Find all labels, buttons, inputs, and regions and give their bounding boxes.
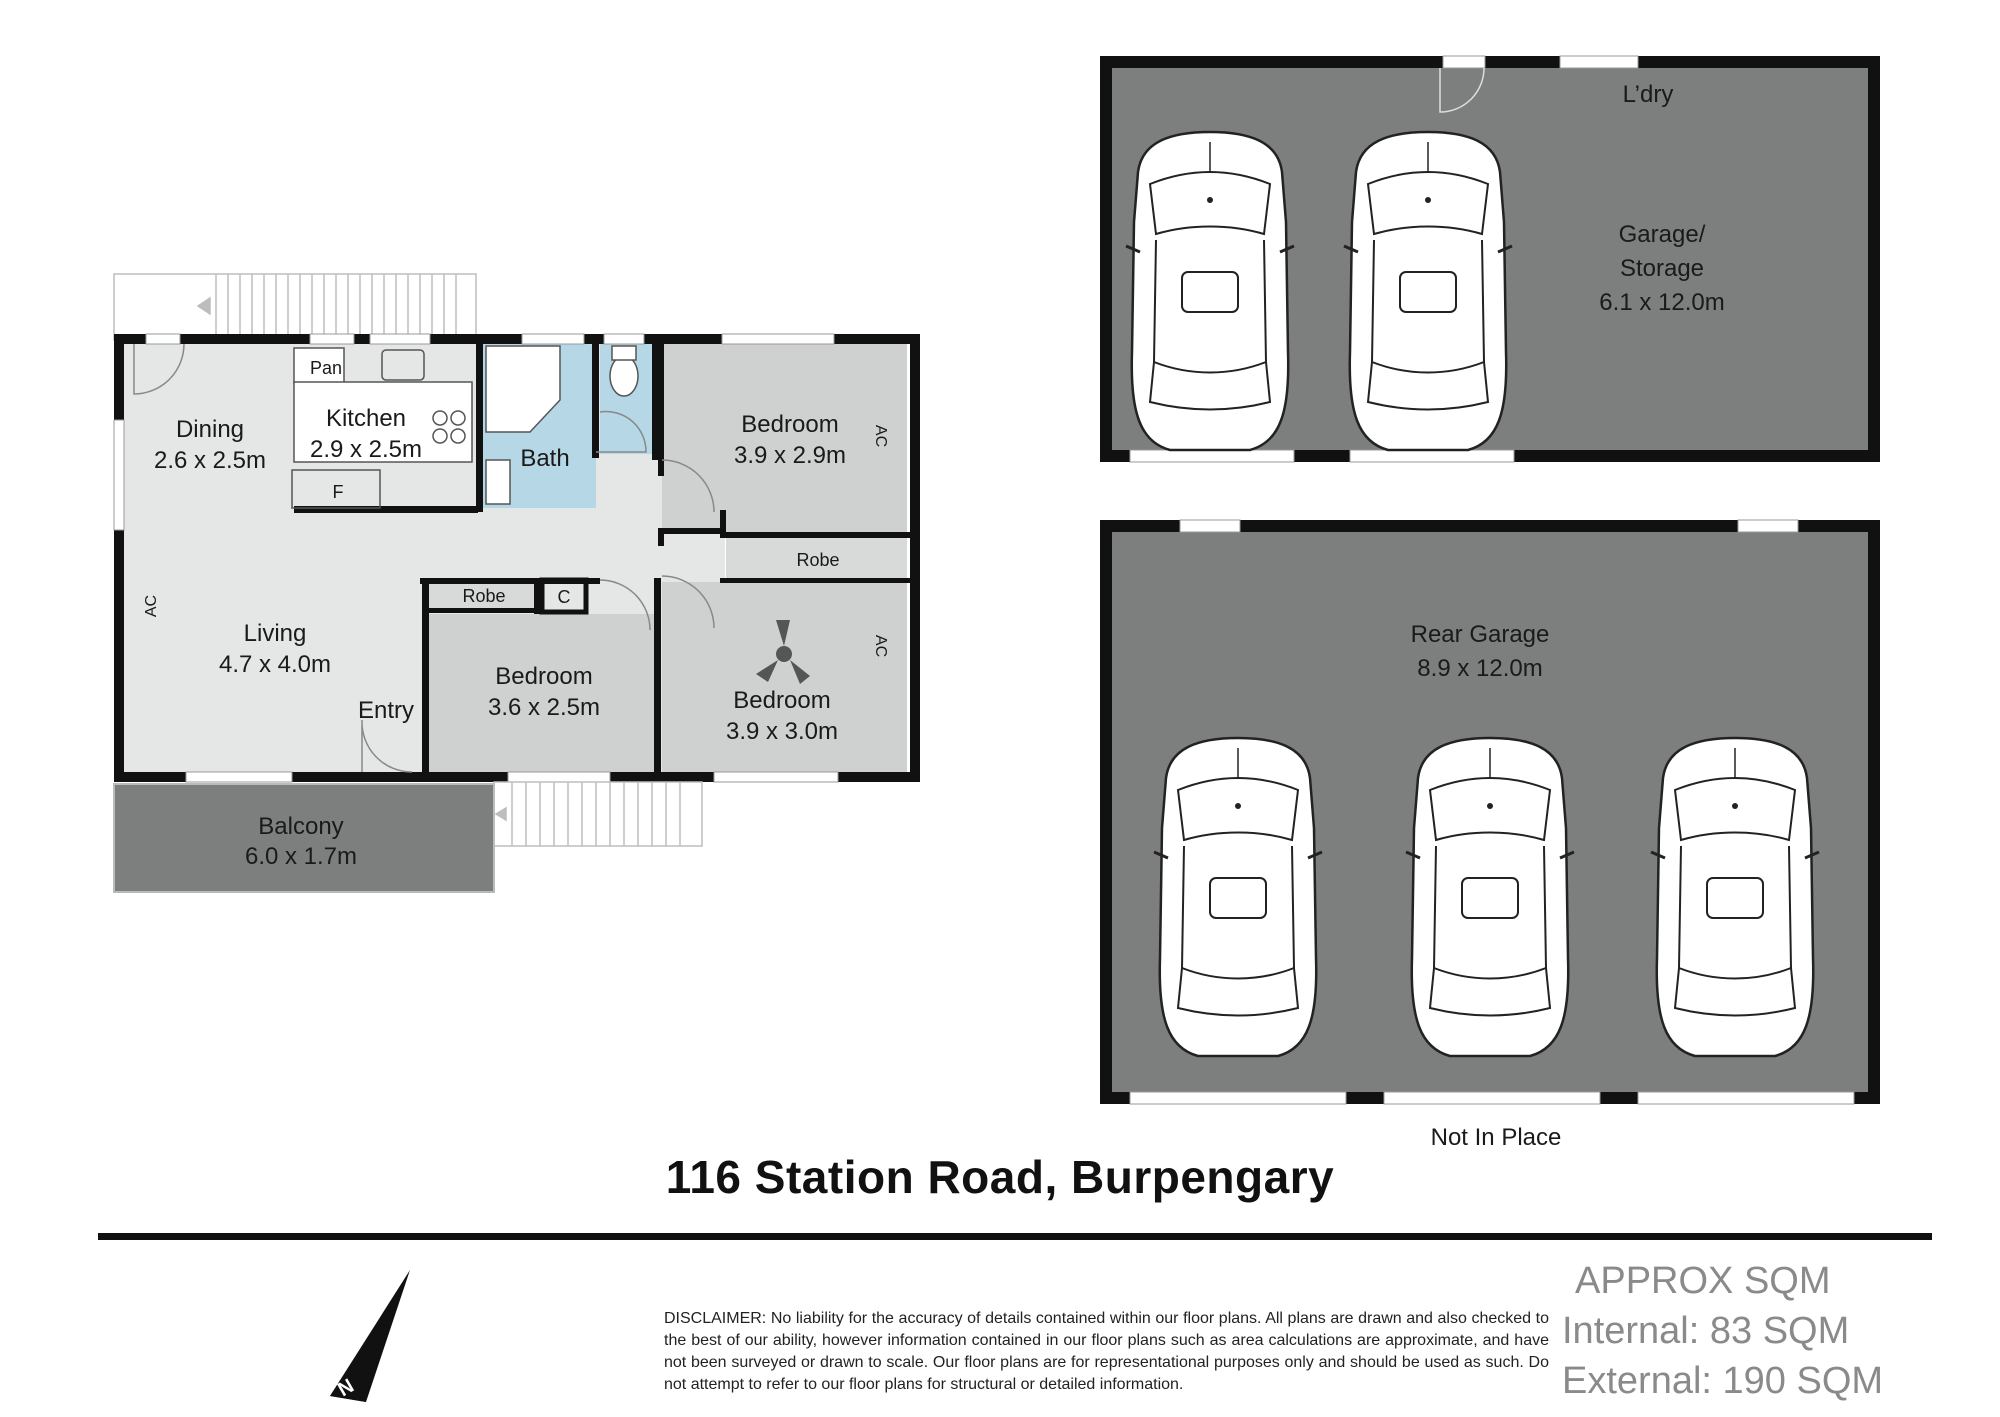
- bedroom-right-label: Bedroom: [733, 687, 830, 714]
- rear-garage-size: 8.9 x 12.0m: [1417, 655, 1542, 682]
- fridge-label: F: [333, 482, 344, 502]
- bedroom-top-size: 3.9 x 2.9m: [734, 442, 846, 469]
- dining-label: Dining: [176, 416, 244, 443]
- robe-left-floor: [428, 582, 536, 612]
- garage-storage-size: 6.1 x 12.0m: [1599, 289, 1724, 316]
- ac-label-bedroom-right: AC: [872, 635, 889, 657]
- stairs-bottom: [493, 781, 703, 847]
- bedroom-mid-label: Bedroom: [495, 663, 592, 690]
- bath-label: Bath: [520, 445, 569, 472]
- bedroom-mid-floor: [428, 614, 658, 772]
- robe-right-floor: [726, 538, 907, 580]
- divider: [98, 1233, 1932, 1240]
- property-address-title: 116 Station Road, Burpengary: [665, 1151, 1335, 1203]
- dining-size: 2.6 x 2.5m: [154, 447, 266, 474]
- rear-garage-label: Rear Garage: [1411, 621, 1550, 648]
- kitchen-size: 2.9 x 2.5m: [310, 436, 422, 463]
- area-heading: APPROX SQM: [1575, 1260, 1831, 1302]
- pantry-label: Pan: [310, 358, 342, 378]
- garage-storage-label-2: Storage: [1620, 255, 1704, 282]
- balcony-size: 6.0 x 1.7m: [245, 843, 357, 870]
- not-in-place-label: Not In Place: [1431, 1124, 1562, 1151]
- bedroom-top-label: Bedroom: [741, 411, 838, 438]
- house-doors: [133, 343, 715, 773]
- ac-label-bedroom-top: AC: [872, 425, 889, 447]
- cupboard-box: [539, 577, 589, 615]
- area-external: External: 190 SQM: [1562, 1360, 1884, 1402]
- robe-right-label: Robe: [796, 550, 839, 570]
- bath-fittings: [485, 345, 639, 505]
- garage-storage-label-1: Garage/: [1619, 221, 1706, 248]
- rear-garage: Rear Garage 8.9 x 12.0m: [1100, 519, 1880, 1105]
- bedroom-right-floor: [662, 582, 907, 772]
- ac-label-living: AC: [143, 595, 160, 617]
- kitchen-label: Kitchen: [326, 405, 406, 432]
- ceiling-fan-icon: [756, 620, 810, 684]
- garage-storage: L’dry Garage/ Storage 6.1 x 12.0m: [1100, 55, 1880, 463]
- bedroom-right-size: 3.9 x 3.0m: [726, 718, 838, 745]
- balcony-label: Balcony: [258, 813, 343, 840]
- cupboard-label: C: [558, 587, 571, 607]
- living-label: Living: [244, 620, 307, 647]
- laundry-label: L’dry: [1623, 81, 1674, 108]
- stairs-top: [113, 273, 477, 341]
- north-arrow-icon: N: [330, 1270, 410, 1402]
- robe-left-label: Robe: [462, 586, 505, 606]
- area-internal: Internal: 83 SQM: [1562, 1310, 1850, 1352]
- house-plan: Dining 2.6 x 2.5m Kitchen 2.9 x 2.5m Pan…: [113, 273, 920, 893]
- balcony-floor: [113, 783, 495, 893]
- entry-label: Entry: [358, 697, 414, 724]
- living-size: 4.7 x 4.0m: [219, 651, 331, 678]
- disclaimer-text: DISCLAIMER: No liability for the accurac…: [664, 1310, 1549, 1393]
- kitchen-fittings: [291, 347, 473, 509]
- house-windows: [113, 333, 839, 783]
- bedroom-top-floor: [662, 340, 907, 532]
- bedroom-mid-size: 3.6 x 2.5m: [488, 694, 600, 721]
